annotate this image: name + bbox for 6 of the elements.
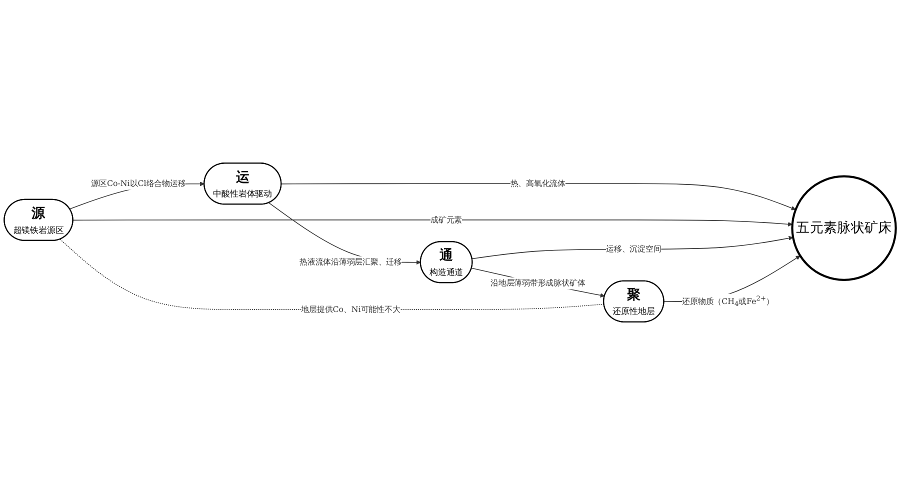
connector: [60, 238, 604, 310]
arrow: [472, 236, 794, 260]
arrow: [471, 268, 605, 298]
arrow: [280, 183, 796, 210]
node-circle: 五元素脉状矿床: [791, 175, 897, 281]
arrow: [72, 220, 793, 226]
